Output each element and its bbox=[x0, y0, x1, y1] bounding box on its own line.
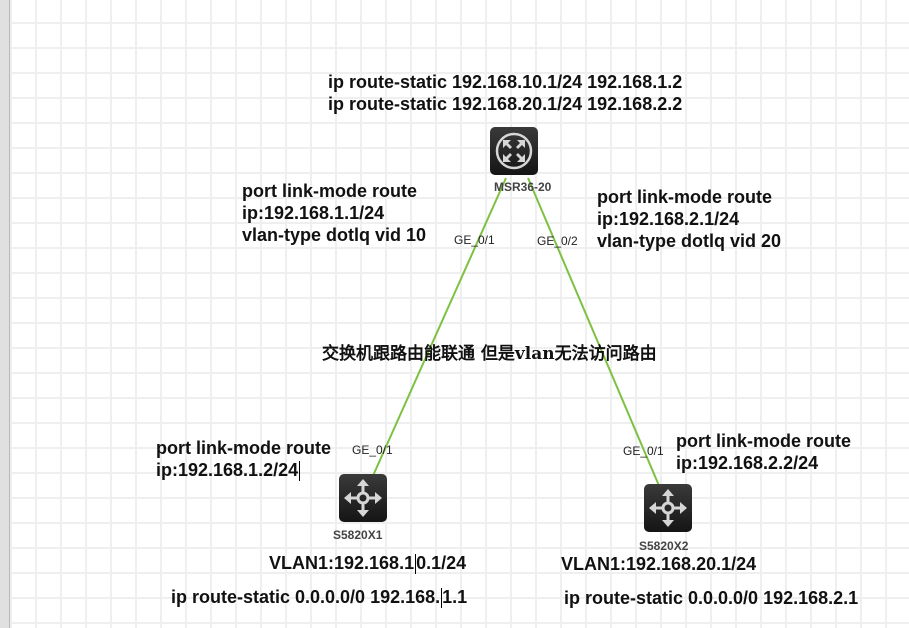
switch-icon bbox=[649, 489, 687, 527]
router-static-route-2: ip route-static 192.168.20.1/24 192.168.… bbox=[328, 94, 683, 114]
switch1-config-line-2-text: ip:192.168.1.2/24 bbox=[156, 460, 299, 480]
router-right-config-line-2: ip:192.168.2.1/24 bbox=[597, 209, 740, 229]
text-caret bbox=[415, 554, 417, 575]
router-left-config-line-2: ip:192.168.1.1/24 bbox=[242, 203, 385, 223]
router-right-port-config: port link-mode route ip:192.168.2.1/24 v… bbox=[597, 186, 781, 252]
text-caret bbox=[299, 461, 301, 482]
switch1-config-line-2: ip:192.168.1.2/24 bbox=[156, 459, 331, 482]
left-panel-edge bbox=[0, 0, 10, 628]
switch1-config-line-1: port link-mode route bbox=[156, 438, 331, 458]
router-icon bbox=[495, 132, 533, 170]
router-right-config-line-1: port link-mode route bbox=[597, 187, 772, 207]
switch1-vlan-part-1: VLAN1:192.168.1 bbox=[269, 553, 415, 573]
router-port-right-label: GE_0/2 bbox=[537, 234, 578, 248]
topology-canvas[interactable] bbox=[10, 0, 909, 628]
router-name: MSR36-20 bbox=[494, 180, 552, 194]
router-static-routes: ip route-static 192.168.10.1/24 192.168.… bbox=[328, 71, 682, 115]
switch1-device[interactable] bbox=[339, 474, 387, 522]
router-left-config-line-1: port link-mode route bbox=[242, 181, 417, 201]
router-left-port-config: port link-mode route ip:192.168.1.1/24 v… bbox=[242, 180, 426, 246]
switch-icon bbox=[344, 479, 382, 517]
switch1-name: S5820X1 bbox=[333, 528, 383, 542]
switch2-port-config: port link-mode route ip:192.168.2.2/24 bbox=[676, 430, 851, 474]
link-router-switch1[interactable] bbox=[371, 177, 507, 479]
problem-note: 交换机跟路由能联通 但是vlan无法访问路由 bbox=[322, 344, 657, 364]
switch2-port-label: GE_0/1 bbox=[623, 444, 664, 458]
switch1-static-route: ip route-static 0.0.0.0/0 192.168.1.1 bbox=[171, 586, 468, 609]
switch2-device[interactable] bbox=[644, 484, 692, 532]
router-left-config-line-3: vlan-type dotlq vid 10 bbox=[242, 225, 427, 245]
text-caret bbox=[441, 588, 443, 609]
link-router-switch2[interactable] bbox=[527, 177, 661, 489]
switch1-port-config: port link-mode route ip:192.168.1.2/24 bbox=[156, 437, 331, 482]
switch2-static-route: ip route-static 0.0.0.0/0 192.168.2.1 bbox=[564, 588, 859, 608]
switch1-port-label: GE_0/1 bbox=[352, 443, 393, 457]
switch2-config-line-2: ip:192.168.2.2/24 bbox=[676, 453, 819, 473]
switch2-config-line-1: port link-mode route bbox=[676, 431, 851, 451]
router-device[interactable] bbox=[490, 127, 538, 175]
switch1-vlan-part-2: 0.1/24 bbox=[416, 553, 467, 573]
switch1-static-route-part-2: 1.1 bbox=[442, 587, 468, 607]
switch2-vlan: VLAN1:192.168.20.1/24 bbox=[561, 554, 757, 574]
switch2-name: S5820X2 bbox=[639, 539, 689, 553]
switch1-static-route-part-1: ip route-static 0.0.0.0/0 192.168. bbox=[171, 587, 441, 607]
router-right-config-line-3: vlan-type dotlq vid 20 bbox=[597, 231, 782, 251]
router-static-route-1: ip route-static 192.168.10.1/24 192.168.… bbox=[328, 72, 683, 92]
router-port-left-label: GE_0/1 bbox=[454, 233, 495, 247]
